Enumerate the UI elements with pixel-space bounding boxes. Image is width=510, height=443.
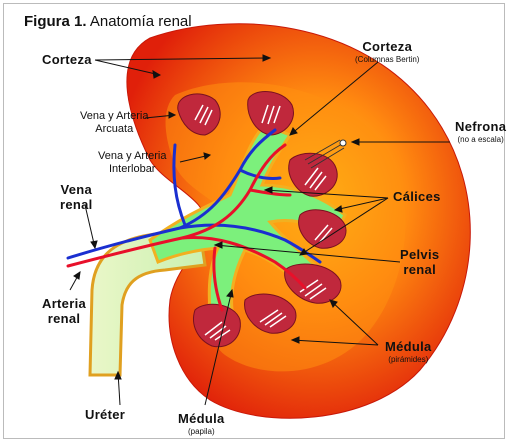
figure-title: Figura 1. Anatomía renal <box>24 13 192 30</box>
label-medula-piramides: Médula (pirámides) <box>385 340 432 364</box>
label-line: Arcuata <box>80 123 149 136</box>
label-corteza-left: Corteza <box>42 53 92 68</box>
label-line: renal <box>400 263 439 278</box>
label-line: Arteria <box>42 297 86 312</box>
label-nefrona: Nefrona (no a escala) <box>455 120 506 144</box>
label-medula-papila-text: Médula <box>178 412 225 427</box>
label-medula-papila: Médula (papila) <box>178 412 225 436</box>
label-ureter: Uréter <box>85 408 125 423</box>
label-medula-papila-sub: (papila) <box>178 427 225 436</box>
label-line: Vena <box>60 183 93 198</box>
label-corteza-top-sub: (Columnas Bertin) <box>355 55 419 64</box>
label-vena-arteria-arcuata: Vena y Arteria Arcuata <box>80 110 149 135</box>
figure-number: Figura 1. <box>24 13 87 30</box>
label-medula-piramides-text: Médula <box>385 340 432 355</box>
label-line: renal <box>60 198 93 213</box>
label-line: Interlobar <box>98 163 167 176</box>
figure-caption: Anatomía renal <box>87 13 192 30</box>
label-nefrona-text: Nefrona <box>455 120 506 135</box>
label-corteza-top: Corteza (Columnas Bertin) <box>355 40 419 64</box>
label-pelvis-renal: Pelvis renal <box>400 248 439 278</box>
label-corteza-top-text: Corteza <box>355 40 419 55</box>
label-arteria-renal: Arteria renal <box>42 297 86 327</box>
label-calices: Cálices <box>393 190 441 205</box>
label-medula-piramides-sub: (pirámides) <box>385 355 432 364</box>
label-line: Pelvis <box>400 248 439 263</box>
label-nefrona-sub: (no a escala) <box>455 135 506 144</box>
label-vena-renal: Vena renal <box>60 183 93 213</box>
label-line: Vena y Arteria <box>80 110 149 123</box>
label-vena-arteria-interlobar: Vena y Arteria Interlobar <box>98 150 167 175</box>
label-line: renal <box>42 312 86 327</box>
label-line: Vena y Arteria <box>98 150 167 163</box>
